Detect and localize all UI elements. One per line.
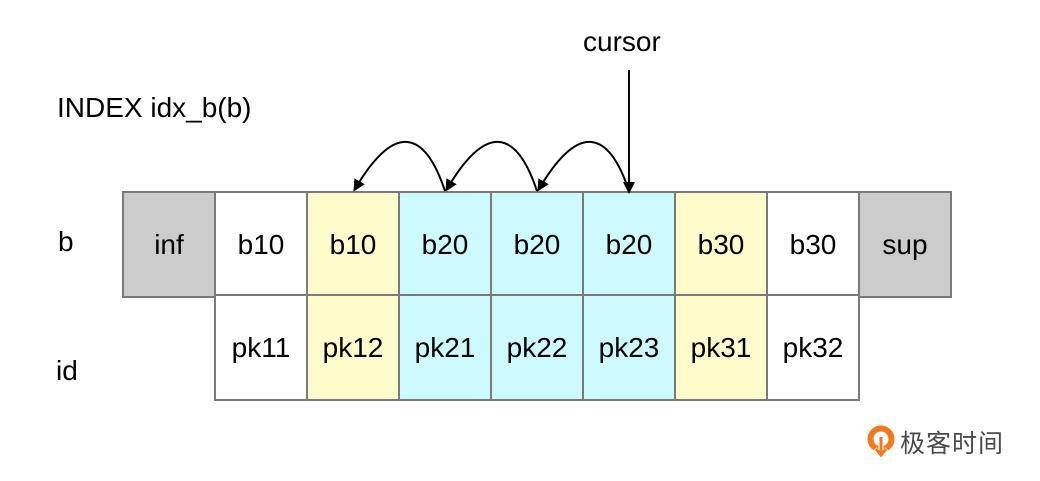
b-cell-text: b10: [237, 228, 285, 260]
cursor-label: cursor: [583, 26, 661, 57]
row-label-id: id: [56, 355, 78, 386]
b-cell: b20: [398, 191, 492, 298]
logo: 极客时间: [866, 424, 1004, 460]
id-cell-text: pk21: [414, 331, 476, 363]
b-cell-text: sup: [882, 228, 928, 260]
id-cell-text: pk23: [598, 331, 660, 363]
id-cell: pk12: [306, 294, 400, 401]
id-cell-text: pk12: [322, 331, 384, 363]
id-cell-text: pk31: [690, 331, 752, 363]
b-cell-text: b20: [605, 228, 653, 260]
id-cell: pk23: [582, 294, 676, 401]
id-cell: pk11: [214, 294, 308, 401]
geektime-logo-icon: [867, 425, 895, 459]
index-title: INDEX idx_b(b): [57, 92, 252, 123]
b-cell-text: b30: [789, 228, 837, 260]
b-cell: b20: [490, 191, 584, 298]
id-cell-text: pk32: [782, 331, 844, 363]
row-label-b: b: [58, 226, 74, 257]
id-cell: pk22: [490, 294, 584, 401]
b-cell: sup: [858, 191, 952, 298]
b-cell-text: b10: [329, 228, 377, 260]
b-cell-text: b30: [697, 228, 745, 260]
hop-arrow: [537, 141, 630, 192]
id-cell-text: pk22: [506, 331, 568, 363]
id-cell: pk32: [766, 294, 860, 401]
hop-arrow: [353, 141, 446, 192]
id-cell: pk31: [674, 294, 768, 401]
b-cell: b10: [306, 191, 400, 298]
id-cell-text: pk11: [231, 331, 291, 363]
b-cell-text: b20: [421, 228, 469, 260]
b-cell-text: inf: [154, 228, 184, 260]
hop-arrow: [445, 141, 538, 192]
b-cell: b30: [674, 191, 768, 298]
logo-text: 极客时间: [900, 429, 1005, 458]
b-cell-text: b20: [513, 228, 561, 260]
